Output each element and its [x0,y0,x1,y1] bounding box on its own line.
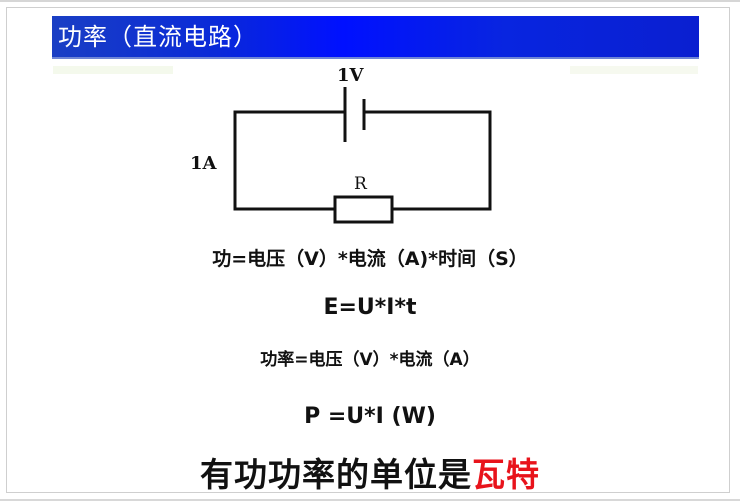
conclusion: 有功功率的单位是瓦特 [0,448,740,496]
formula-power-words: 功率=电压（V）*电流（A） [260,350,480,370]
resistor-symbol [333,195,394,224]
circuit-diagram: 1V 1A R [190,65,492,224]
conclusion-text: 有功功率的单位是 [200,455,472,494]
formula-energy: E=U*I*t [323,295,417,320]
current-label: 1A [190,153,218,174]
voltage-label: 1V [337,65,365,86]
bottom-border [0,499,740,501]
formula-power: P =U*I (W) [304,404,436,429]
slide-title: 功率（直流电路） [58,23,258,51]
unit-highlight: 瓦特 [472,455,540,494]
battery-symbol [343,87,366,142]
decorative-bar-right [570,66,698,74]
slide: 功率（直流电路） [6,7,730,493]
title-bar: 功率（直流电路） [52,16,699,59]
formula-work-words: 功=电压（V）*电流（A)*时间（S） [212,248,528,270]
top-border [0,0,740,2]
resistor-label: R [354,174,368,194]
decorative-bar-left [53,66,173,74]
